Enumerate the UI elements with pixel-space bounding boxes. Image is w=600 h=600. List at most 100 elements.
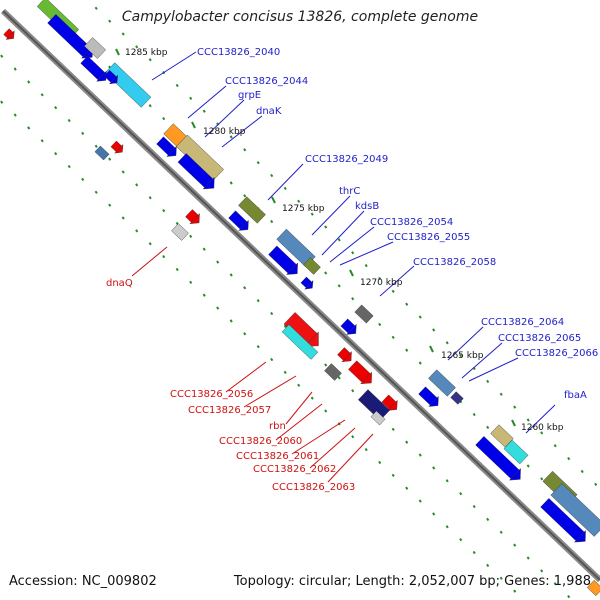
- ruler-tick: [256, 299, 260, 303]
- ruler-tick: [432, 328, 436, 332]
- ruler-tick: [216, 306, 220, 310]
- ruler-tick: [513, 405, 517, 409]
- gene-feature-head: [387, 399, 398, 411]
- gene-feature-head: [5, 30, 15, 40]
- ruler-tick: [391, 473, 395, 477]
- ruler-tick: [310, 212, 314, 216]
- gene-feature: [340, 318, 357, 335]
- gene-feature: [94, 145, 110, 161]
- ruler-tick: [256, 345, 260, 349]
- ruler-tick: [297, 199, 301, 203]
- ruler-tick: [351, 297, 355, 301]
- gene-label[interactable]: CCC13826_2058: [413, 257, 496, 268]
- ruler-tick: [405, 440, 409, 444]
- callout-line: [329, 226, 375, 263]
- ruler-tick: [472, 550, 476, 555]
- gene-feature-body: [358, 389, 390, 421]
- ruler-tick: [148, 104, 152, 108]
- gene-label[interactable]: dnaQ: [106, 278, 133, 289]
- gene-label[interactable]: CCC13826_2066: [515, 348, 598, 359]
- ruler-tick: [13, 113, 17, 117]
- gene-feature: [450, 391, 464, 405]
- ruler-tick: [486, 563, 490, 568]
- ruler-tick: [459, 492, 463, 496]
- ruler-tick: [162, 116, 166, 121]
- ruler-tick: [243, 286, 247, 290]
- ruler-tick: [108, 19, 112, 23]
- gene-feature: [475, 436, 521, 481]
- ruler-tick: [0, 100, 4, 104]
- gene-feature: [281, 324, 319, 360]
- kbp-marker: 1280 kbp: [203, 127, 246, 137]
- gene-feature: [185, 209, 200, 225]
- gene-feature-head: [428, 395, 439, 407]
- gene-feature: [370, 410, 386, 426]
- gene-feature: [337, 347, 352, 363]
- gene-feature: [80, 55, 107, 82]
- gene-feature-head: [304, 279, 314, 290]
- ruler-tick: [27, 126, 31, 130]
- ruler-tick: [297, 383, 301, 387]
- ruler-tick: [216, 260, 220, 264]
- gene-label[interactable]: CCC13826_2062: [253, 464, 336, 475]
- gene-label[interactable]: thrC: [339, 186, 360, 197]
- gene-feature-body: [503, 439, 529, 465]
- callout-line: [468, 357, 519, 382]
- ruler-tick: [594, 482, 598, 486]
- ruler-tick: [135, 183, 139, 187]
- ruler-tick: [472, 412, 476, 417]
- kbp-tick: [115, 48, 120, 56]
- callout-line: [267, 163, 304, 201]
- ruler-tick: [391, 427, 395, 431]
- kbp-marker: 1260 kbp: [521, 423, 564, 433]
- ruler-tick: [135, 229, 139, 233]
- ruler-tick: [378, 460, 382, 465]
- ruler-tick: [459, 354, 463, 358]
- kbp-marker: 1270 kbp: [360, 278, 403, 288]
- ruler-tick: [526, 464, 530, 468]
- ruler-tick: [202, 247, 206, 251]
- gene-label[interactable]: CCC13826_2040: [197, 47, 280, 58]
- ruler-tick: [229, 181, 233, 185]
- gene-feature-body: [84, 37, 106, 59]
- gene-label[interactable]: CCC13826_2056: [170, 389, 253, 400]
- gene-feature: [3, 28, 15, 40]
- kbp-tick: [191, 121, 196, 129]
- callout-line: [187, 85, 227, 119]
- callout-line: [291, 419, 346, 455]
- ruler-tick: [418, 499, 422, 503]
- gene-label[interactable]: CCC13826_2060: [219, 436, 302, 447]
- callout-line: [204, 99, 245, 138]
- gene-label[interactable]: CCC13826_2065: [498, 333, 581, 344]
- callout-line: [151, 51, 197, 81]
- callout-line: [285, 391, 313, 425]
- gene-label[interactable]: CCC13826_2055: [387, 232, 470, 243]
- genome-summary-text: Topology: circular; Length: 2,052,007 bp…: [233, 574, 591, 589]
- gene-label[interactable]: rbn: [269, 421, 286, 432]
- gene-feature: [540, 498, 586, 543]
- gene-label[interactable]: CCC13826_2057: [188, 405, 271, 416]
- ruler-tick: [175, 83, 179, 88]
- ruler-tick: [27, 80, 31, 84]
- map-title: Campylobacter concisus 13826, complete g…: [121, 9, 479, 25]
- gene-label[interactable]: dnaK: [256, 106, 282, 117]
- gene-label[interactable]: CCC13826_2054: [370, 217, 453, 228]
- gene-label[interactable]: fbaA: [564, 390, 587, 401]
- gene-label[interactable]: CCC13826_2049: [305, 154, 388, 165]
- gene-label[interactable]: CCC13826_2063: [272, 482, 355, 493]
- ruler-tick: [526, 418, 530, 422]
- gene-label[interactable]: CCC13826_2061: [236, 451, 319, 462]
- ruler-tick: [513, 543, 517, 547]
- gene-label[interactable]: CCC13826_2044: [225, 76, 308, 87]
- gene-label[interactable]: grpE: [238, 90, 261, 101]
- ruler-tick: [81, 131, 85, 136]
- gene-label[interactable]: kdsB: [355, 201, 379, 212]
- ruler-tick: [405, 348, 409, 352]
- label-callouts: [131, 51, 556, 483]
- gene-label[interactable]: CCC13826_2064: [481, 317, 564, 328]
- gene-feature: [171, 223, 189, 241]
- accession-text: Accession: NC_009802: [9, 574, 157, 589]
- callout-line: [311, 195, 351, 236]
- gene-feature-head: [509, 468, 521, 481]
